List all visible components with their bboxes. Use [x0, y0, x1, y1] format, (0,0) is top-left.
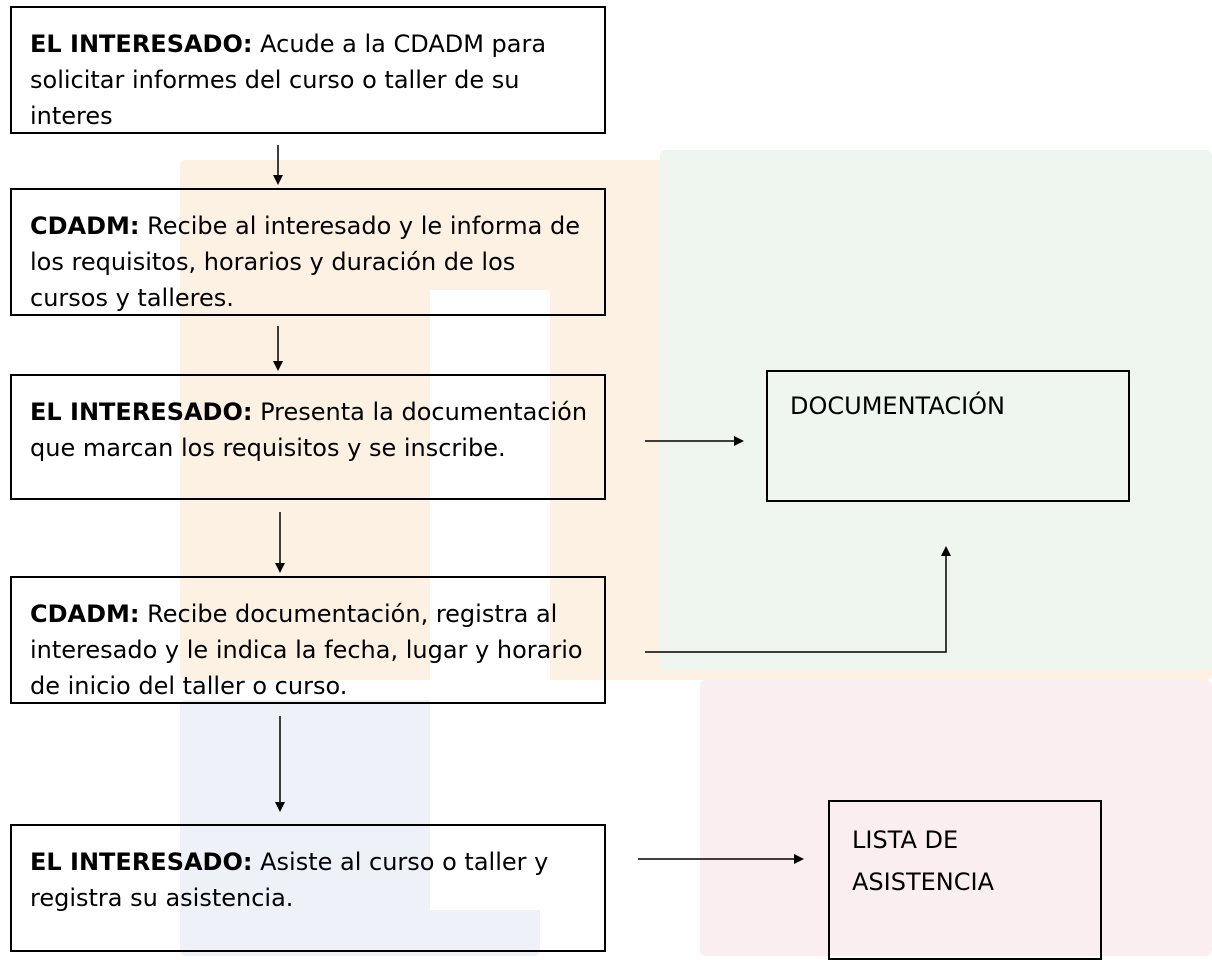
step-1-actor: EL INTERESADO: — [30, 30, 253, 58]
lista-asistencia-label: LISTA DE ASISTENCIA — [830, 822, 1100, 900]
step-3-description: Presenta la documentación que marcan los… — [30, 398, 588, 462]
step-4-description: Recibe documentación, registra al intere… — [30, 600, 583, 700]
step-4-text: CDADM: Recibe documentación, registra al… — [12, 596, 604, 702]
step-1-description: Acude a la CDADM para solicitar informes… — [30, 30, 547, 130]
step-2-actor: CDADM: — [30, 212, 140, 240]
step-5-description: Asiste al curso o taller y registra su a… — [30, 848, 549, 912]
step-5-actor: EL INTERESADO: — [30, 848, 253, 876]
documentacion-box: DOCUMENTACIÓN — [766, 370, 1130, 502]
step-3-actor: EL INTERESADO: — [30, 398, 253, 426]
step-5-text: EL INTERESADO: Asiste al curso o taller … — [12, 844, 604, 916]
documentacion-label: DOCUMENTACIÓN — [790, 392, 1005, 420]
step-3-text: EL INTERESADO: Presenta la documentación… — [12, 394, 604, 466]
lista-asistencia-line-2: ASISTENCIA — [852, 868, 994, 896]
step-2-text: CDADM: Recibe al interesado y le informa… — [12, 208, 604, 314]
step-3-box: EL INTERESADO: Presenta la documentación… — [10, 374, 606, 500]
step-1-text: EL INTERESADO: Acude a la CDADM para sol… — [12, 26, 604, 132]
lista-asistencia-line-1: LISTA DE — [852, 826, 959, 854]
step-4-box: CDADM: Recibe documentación, registra al… — [10, 576, 606, 704]
step-5-box: EL INTERESADO: Asiste al curso o taller … — [10, 824, 606, 952]
arrow-step4-to-documentacion — [645, 546, 951, 653]
step-1-box: EL INTERESADO: Acude a la CDADM para sol… — [10, 6, 606, 134]
step-4-actor: CDADM: — [30, 600, 140, 628]
step-2-description: Recibe al interesado y le informa de los… — [30, 212, 580, 312]
step-2-box: CDADM: Recibe al interesado y le informa… — [10, 188, 606, 316]
